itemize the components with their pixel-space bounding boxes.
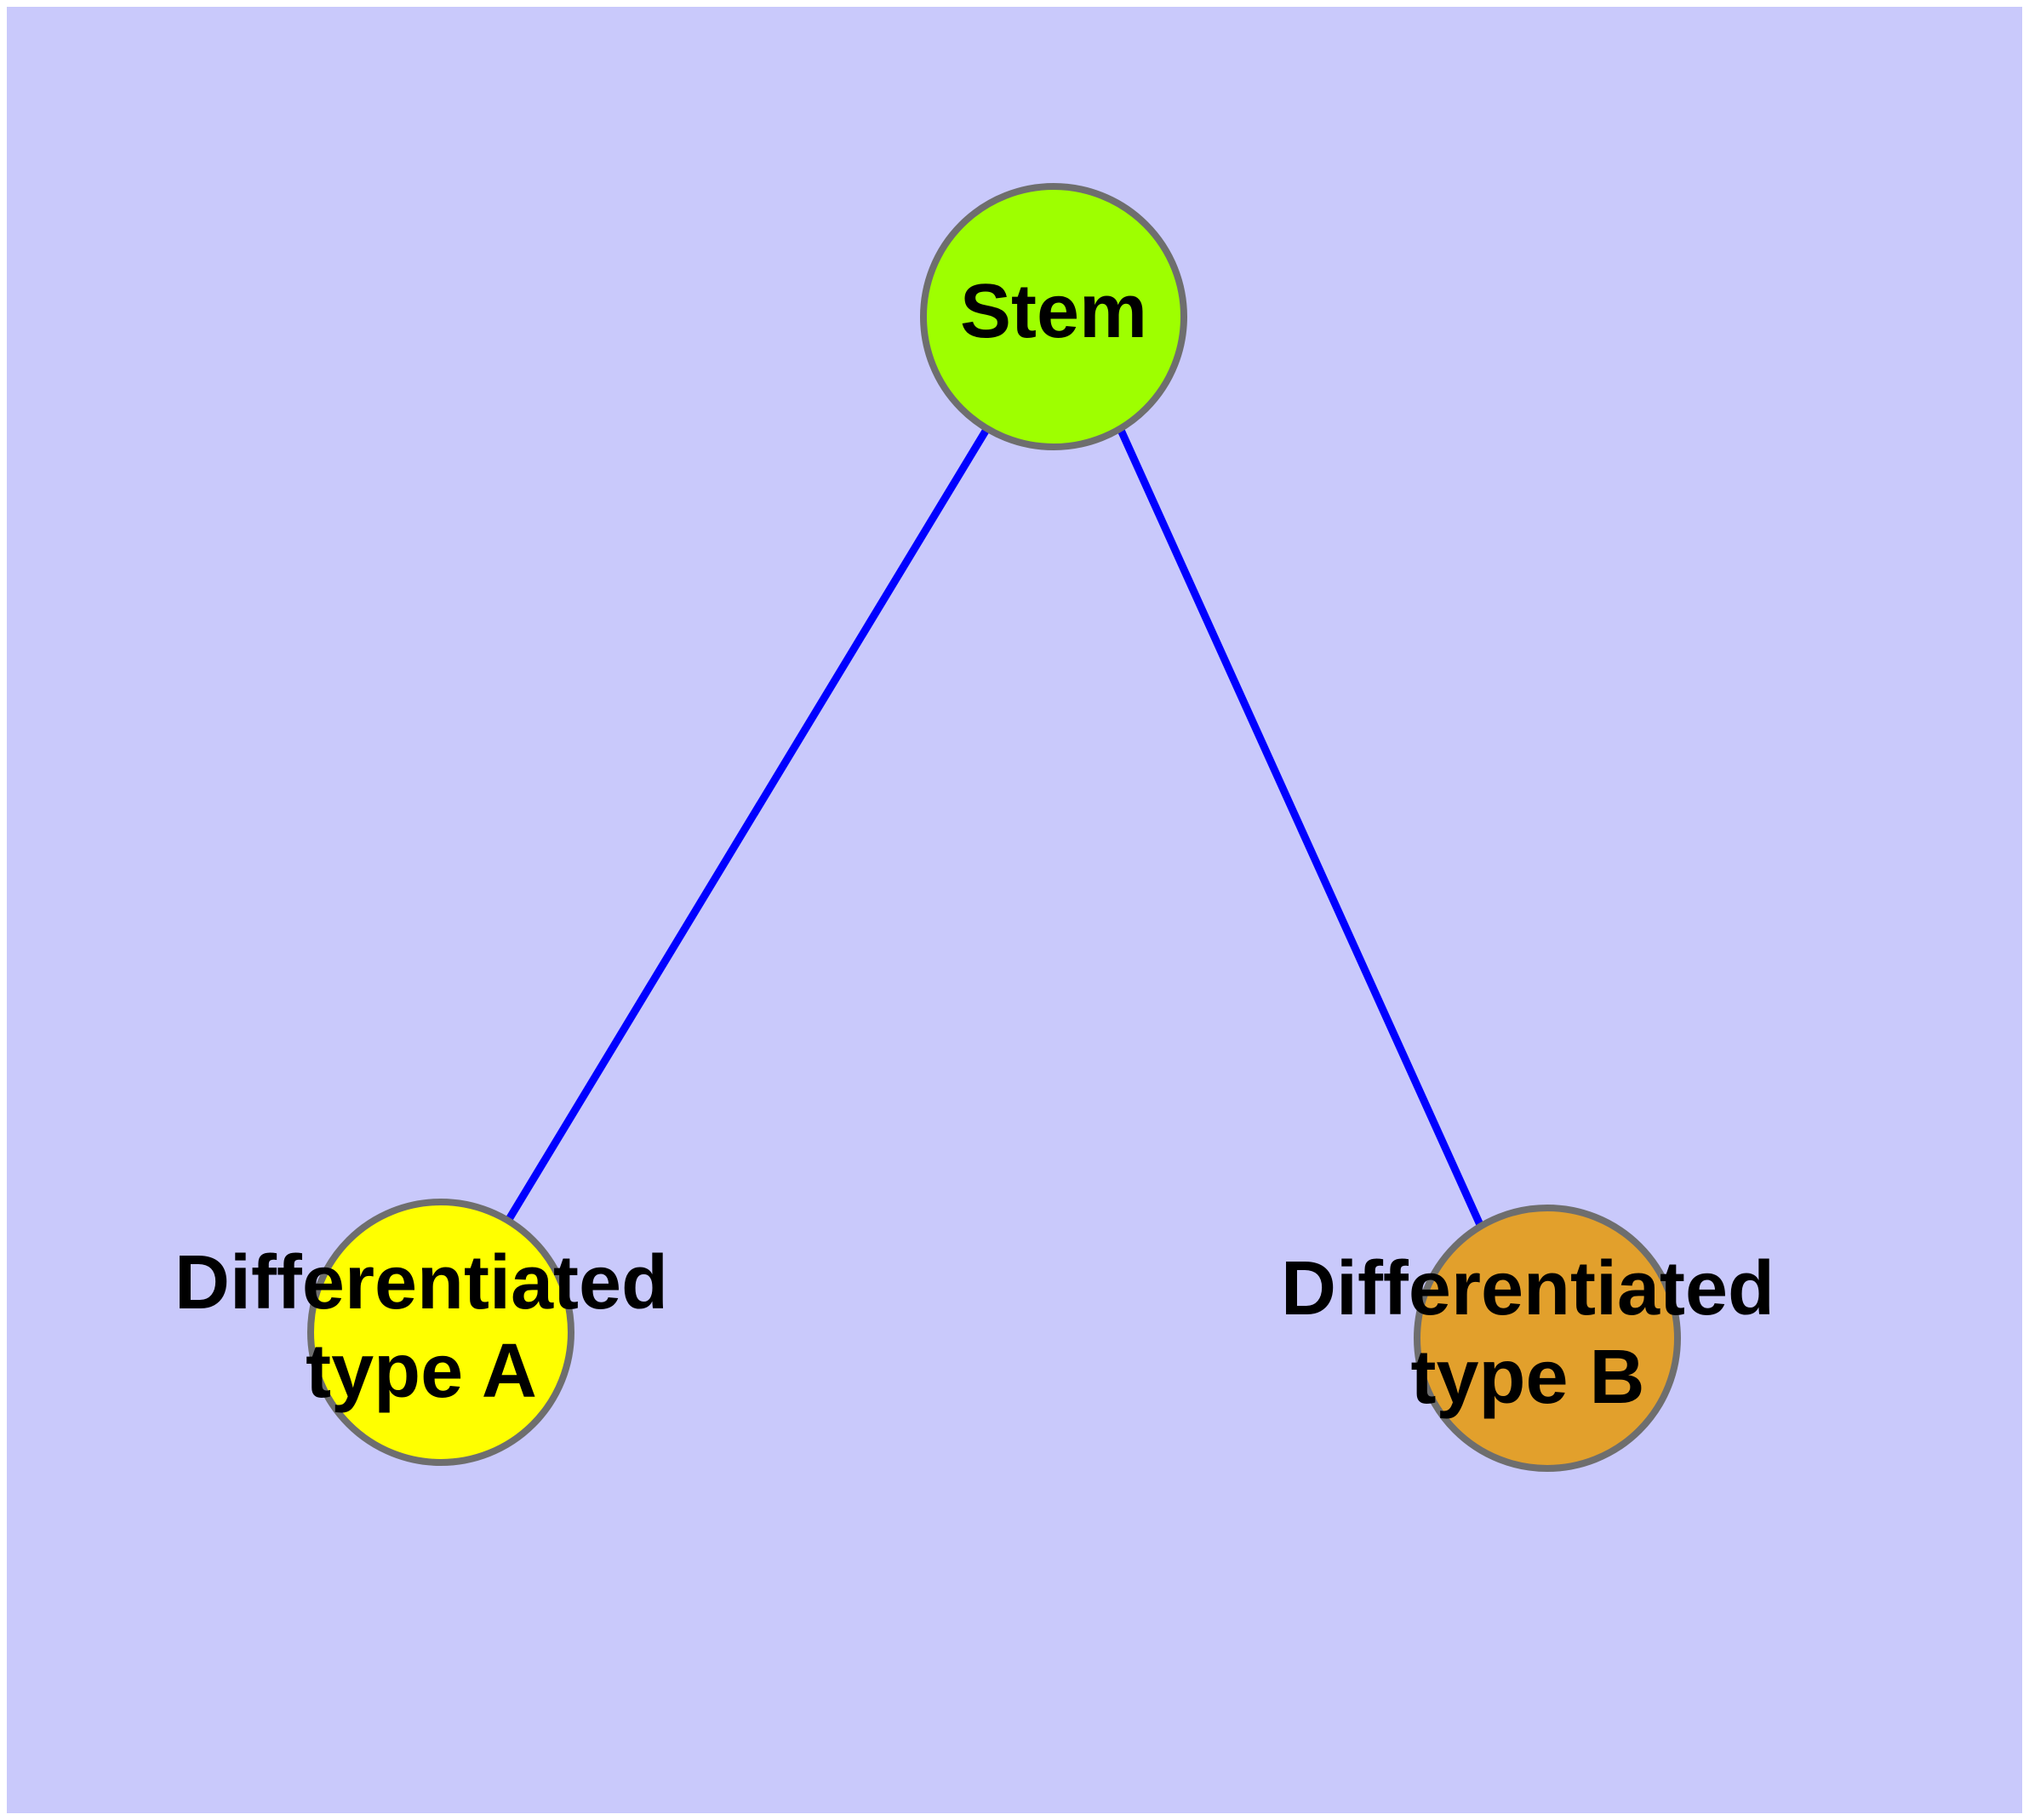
node-circle-stem[interactable] [920, 183, 1187, 450]
node-stem[interactable]: Stem [920, 183, 1187, 450]
node-label-line: Differentiated [1281, 1246, 1775, 1331]
edge-stem-diff-a [505, 426, 991, 1223]
node-label-line: Stem [960, 269, 1147, 354]
node-label-line: type A [306, 1329, 537, 1414]
edge-stem-diff-b [1116, 426, 1485, 1228]
node-label-stem: Stem [960, 269, 1147, 354]
node-label-line: type B [1410, 1335, 1644, 1420]
node-circle-diff_b[interactable] [1414, 1205, 1681, 1472]
node-circle-diff_a[interactable] [307, 1199, 574, 1466]
node-label-line: Differentiated [174, 1240, 668, 1325]
edges-group [505, 426, 1485, 1228]
